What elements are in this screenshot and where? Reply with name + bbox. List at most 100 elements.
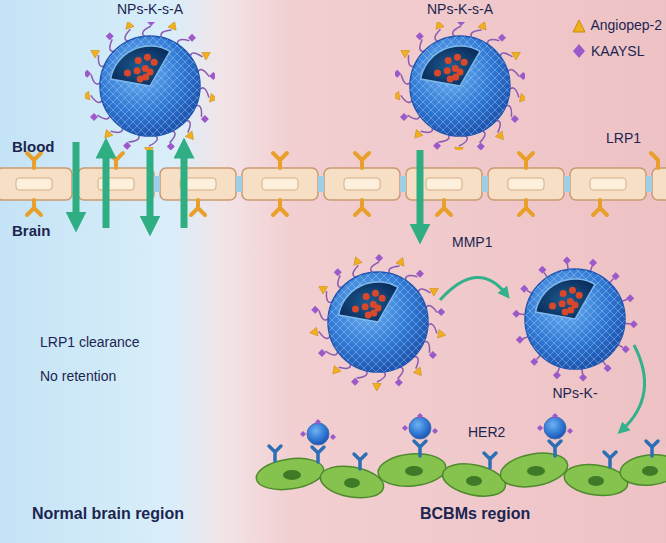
kaaysl-peptide — [375, 254, 383, 262]
linker — [413, 356, 419, 368]
angiopep-ligand — [396, 258, 404, 267]
nanoparticle-outline — [510, 255, 640, 383]
transport-arrows — [76, 142, 420, 234]
nanoparticle-shell — [525, 269, 625, 369]
linker — [408, 114, 420, 119]
kaaysl-peptide — [553, 371, 561, 379]
lrp1-receptors — [27, 153, 658, 215]
nanoparticle-core — [339, 282, 398, 322]
drug-payload — [362, 303, 369, 310]
angiopep-ligand — [415, 130, 423, 139]
nanoparticle-node: NPs-K- — [510, 255, 640, 405]
kaaysl-peptide — [612, 272, 620, 280]
kaaysl-peptide — [90, 113, 98, 121]
drug-payload — [142, 73, 149, 80]
angiopep-ligand — [310, 327, 318, 336]
kaaysl-peptide — [429, 351, 437, 359]
kaaysl-peptide — [400, 113, 408, 121]
angiopep-ligand — [413, 367, 421, 376]
blood-brain-barrier — [0, 168, 666, 200]
kaaysl-peptide — [579, 373, 587, 381]
drug-payload — [576, 292, 583, 299]
kaaysl-peptide — [589, 259, 597, 267]
nanoparticle-node: NPs-K-s-A — [395, 0, 525, 152]
annotation-label: MMP1 — [452, 234, 492, 250]
drug-payload — [352, 306, 359, 313]
nanoparticle-core — [536, 279, 595, 319]
nanoparticle-core — [421, 46, 480, 86]
drug-payload — [569, 287, 576, 294]
legend-text: KAAYSL — [591, 43, 644, 59]
kaaysl-peptide — [334, 268, 342, 276]
drug-payload — [370, 309, 377, 316]
kaaysl-peptide — [395, 70, 401, 78]
kaaysl-peptide — [209, 72, 215, 80]
nanoparticle-mesh — [525, 269, 625, 369]
kaaysl-peptide — [498, 34, 506, 42]
kaaysl-peptide — [512, 310, 520, 318]
drug-payload — [444, 67, 451, 74]
kaaysl-peptide — [457, 22, 465, 26]
drug-payload — [135, 57, 142, 64]
kaaysl-peptide — [106, 32, 114, 40]
nanoparticle-shell — [328, 272, 428, 372]
nanoparticle-outline — [85, 22, 215, 150]
kaaysl-peptide — [201, 115, 209, 123]
kaaysl-peptide — [85, 70, 91, 78]
angiopep-ligand — [168, 22, 176, 30]
angiopep-ligand — [91, 50, 100, 58]
drug-payload — [461, 59, 468, 66]
kaaysl-peptide — [538, 266, 546, 274]
drug-payload — [134, 67, 141, 74]
annotation-label: LRP1 clearance — [40, 334, 140, 350]
drug-payload — [144, 54, 151, 61]
region-band: BCBMs region NPs-K-s-A NPs-K- — [215, 0, 666, 543]
angiopep-ligand — [145, 147, 154, 150]
angiopep-ligand — [401, 50, 410, 58]
drug-payload — [379, 295, 386, 302]
kaaysl-peptide — [516, 336, 524, 344]
drug-payload — [567, 306, 574, 313]
kaaysl-peptide — [416, 270, 424, 278]
angiopep-ligand — [520, 93, 525, 102]
legend-text: Angiopep-2 — [590, 17, 662, 33]
angiopep-ligand — [333, 366, 341, 375]
drug-payload — [363, 293, 370, 300]
angiopep-ligand — [436, 22, 444, 29]
drug-payload — [454, 54, 461, 61]
angiopep-ligand — [438, 329, 446, 338]
region-title: BCBMs region — [420, 505, 530, 523]
annotation-label: No retention — [40, 368, 116, 384]
angiopep-ligand — [512, 52, 521, 60]
annotation-label: Brain — [12, 222, 50, 239]
drug-payload — [372, 290, 379, 297]
kaaysl-peptide — [318, 349, 326, 357]
angiopep-ligand — [319, 286, 328, 294]
kaaysl-peptide — [123, 142, 131, 150]
tumor-cells — [254, 413, 666, 502]
angiopep-ligand — [126, 22, 134, 29]
region-title: Normal brain region — [32, 505, 184, 523]
linker — [110, 39, 116, 51]
particle-label: NPs-K-s-A — [395, 1, 525, 17]
linker — [190, 53, 202, 58]
annotation-label: HER2 — [468, 424, 505, 440]
legend-symbols — [573, 20, 585, 58]
kaaysl-peptide — [433, 142, 441, 150]
drug-payload — [560, 290, 567, 297]
nanoparticle-node: NPs-K-s-A — [85, 0, 215, 152]
kaaysl-peptide — [511, 115, 519, 123]
nanoparticle-shell — [100, 36, 200, 136]
kaaysl-peptide — [520, 285, 528, 293]
drug-payload — [559, 300, 566, 307]
drug-payload — [452, 73, 459, 80]
angiopep-ligand — [455, 147, 464, 150]
region-band: Normal brain region NPs-K-s-A — [0, 0, 215, 543]
nanoparticle-mesh — [410, 36, 510, 136]
particle-label: NPs-K-s-A — [85, 1, 215, 17]
annotation-label: LRP1 — [606, 130, 641, 146]
linker — [495, 120, 501, 132]
linker — [326, 350, 338, 355]
kaaysl-peptide — [416, 32, 424, 40]
kaaysl-peptide — [622, 345, 630, 353]
